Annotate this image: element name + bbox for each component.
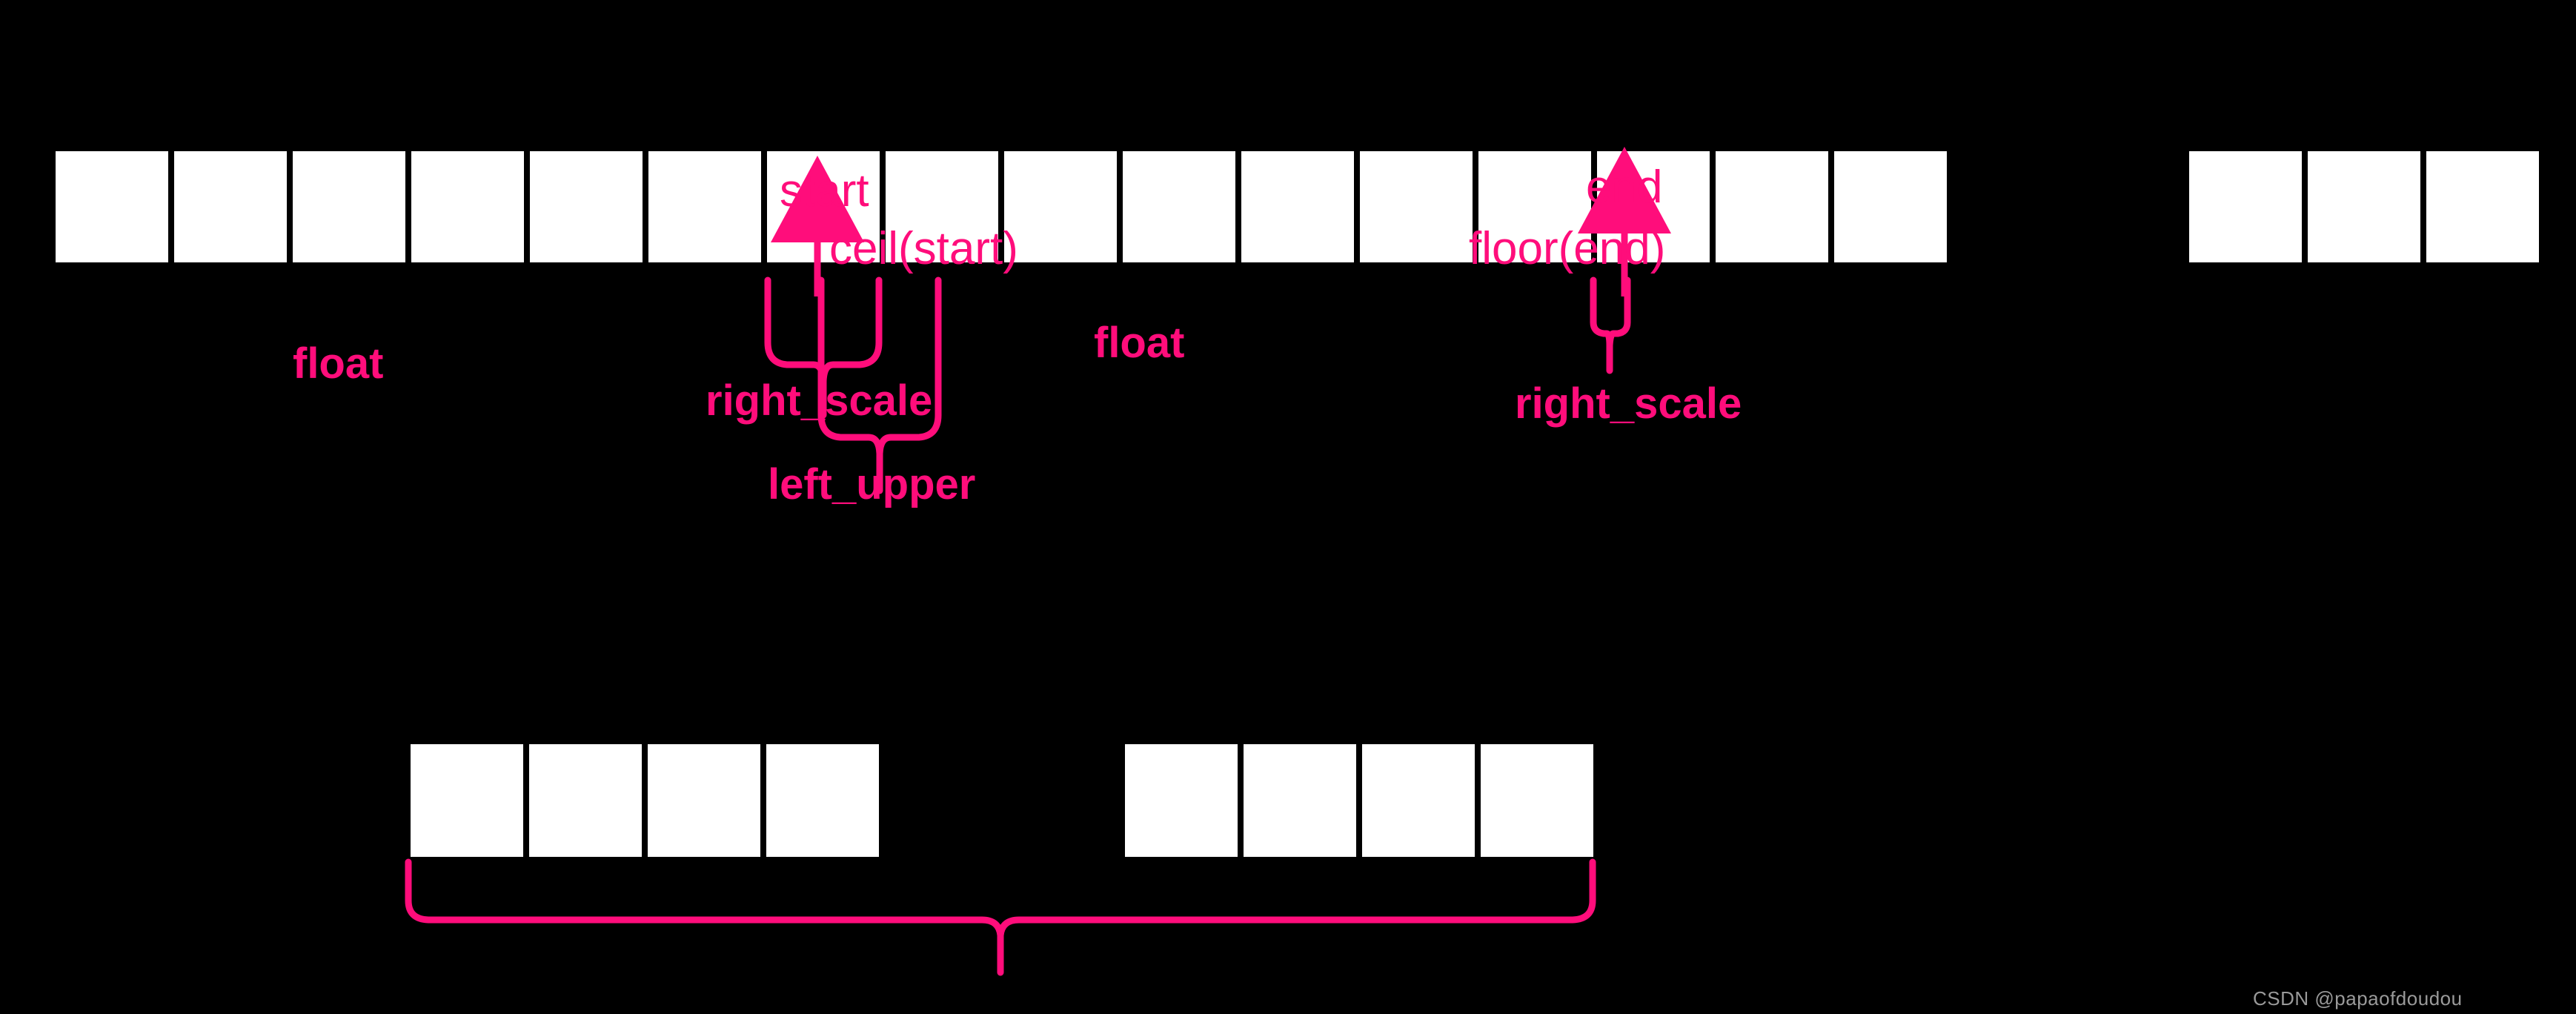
label-left-upper: left_upper	[768, 460, 976, 508]
label-float-left: float	[293, 339, 384, 388]
bottom-right-cell	[1241, 741, 1359, 860]
top-row-cell	[290, 148, 408, 265]
bottom-left-cell	[526, 741, 645, 860]
top-row-cell	[1357, 148, 1475, 265]
bottom-right-cell	[1359, 741, 1478, 860]
top-row-cell	[883, 148, 1001, 265]
label-start: start	[780, 165, 869, 216]
top-row-cell	[1475, 148, 1594, 265]
label-ceil-start: ceil(start)	[829, 223, 1018, 274]
label-right-scale-left: right_scale	[706, 377, 933, 425]
bottom-span-brace	[405, 858, 1596, 976]
bottom-right-cell	[1122, 741, 1241, 860]
label-floor-end: floor(end)	[1469, 223, 1666, 274]
label-right-scale-right: right_scale	[1515, 380, 1742, 428]
bottom-left-cell	[645, 741, 763, 860]
top-row-cell	[408, 148, 527, 265]
top-row-cell	[1831, 148, 1950, 265]
top-row-cell	[1120, 148, 1238, 265]
watermark: CSDN @papaofdoudou	[2253, 987, 2463, 1010]
top-row-cell	[527, 148, 645, 265]
right-right-scale-brace	[1590, 276, 1631, 374]
bottom-left-cell	[408, 741, 526, 860]
top-right-cell	[2186, 148, 2305, 265]
top-row-cell	[171, 148, 290, 265]
bottom-left-cell	[763, 741, 882, 860]
bottom-right-cell	[1478, 741, 1596, 860]
top-row-cell	[53, 148, 171, 265]
top-right-cell	[2423, 148, 2542, 265]
top-right-cell	[2305, 148, 2423, 265]
top-row-cell	[645, 148, 764, 265]
top-row-cell	[1713, 148, 1831, 265]
left-upper-brace	[817, 276, 942, 494]
label-end: end	[1586, 162, 1663, 213]
top-row-cell	[1001, 148, 1120, 265]
label-float-mid: float	[1094, 319, 1185, 367]
top-row-cell	[1238, 148, 1357, 265]
